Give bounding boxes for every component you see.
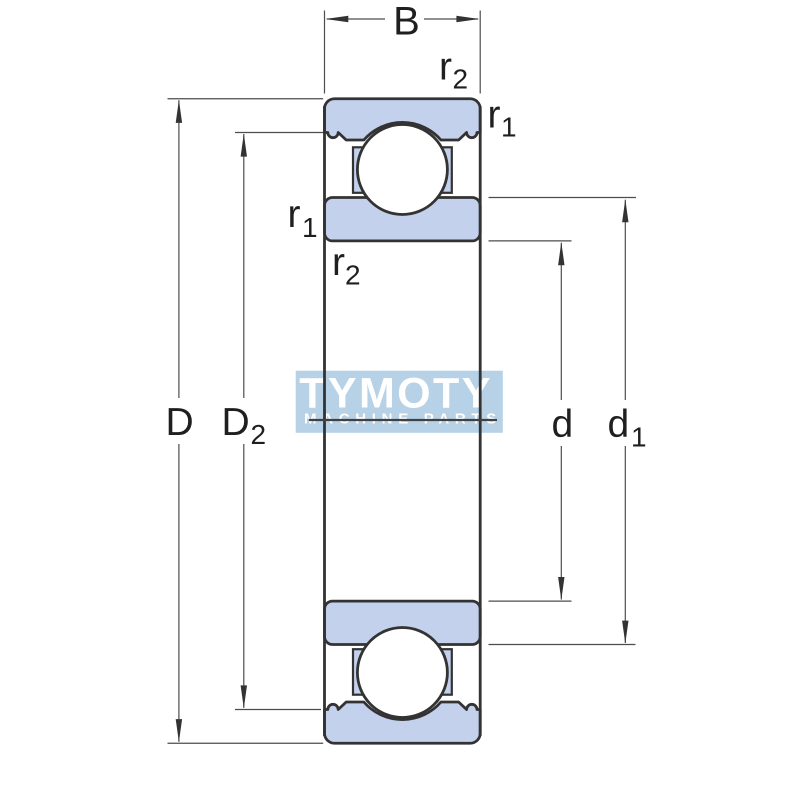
svg-text:1: 1 bbox=[501, 112, 517, 143]
svg-text:2: 2 bbox=[251, 419, 267, 450]
svg-text:r: r bbox=[332, 241, 345, 284]
svg-text:d: d bbox=[608, 403, 630, 446]
svg-text:D: D bbox=[222, 401, 250, 444]
svg-text:r: r bbox=[439, 46, 452, 89]
svg-text:2: 2 bbox=[453, 64, 469, 95]
svg-text:TYMOTY: TYMOTY bbox=[299, 370, 493, 418]
svg-text:2: 2 bbox=[345, 260, 361, 291]
svg-text:r: r bbox=[288, 193, 301, 236]
svg-text:D: D bbox=[166, 401, 194, 444]
svg-text:d: d bbox=[552, 403, 574, 446]
svg-text:1: 1 bbox=[302, 212, 318, 243]
svg-text:B: B bbox=[393, 0, 420, 44]
svg-text:r: r bbox=[488, 94, 501, 137]
svg-text:1: 1 bbox=[631, 422, 647, 453]
